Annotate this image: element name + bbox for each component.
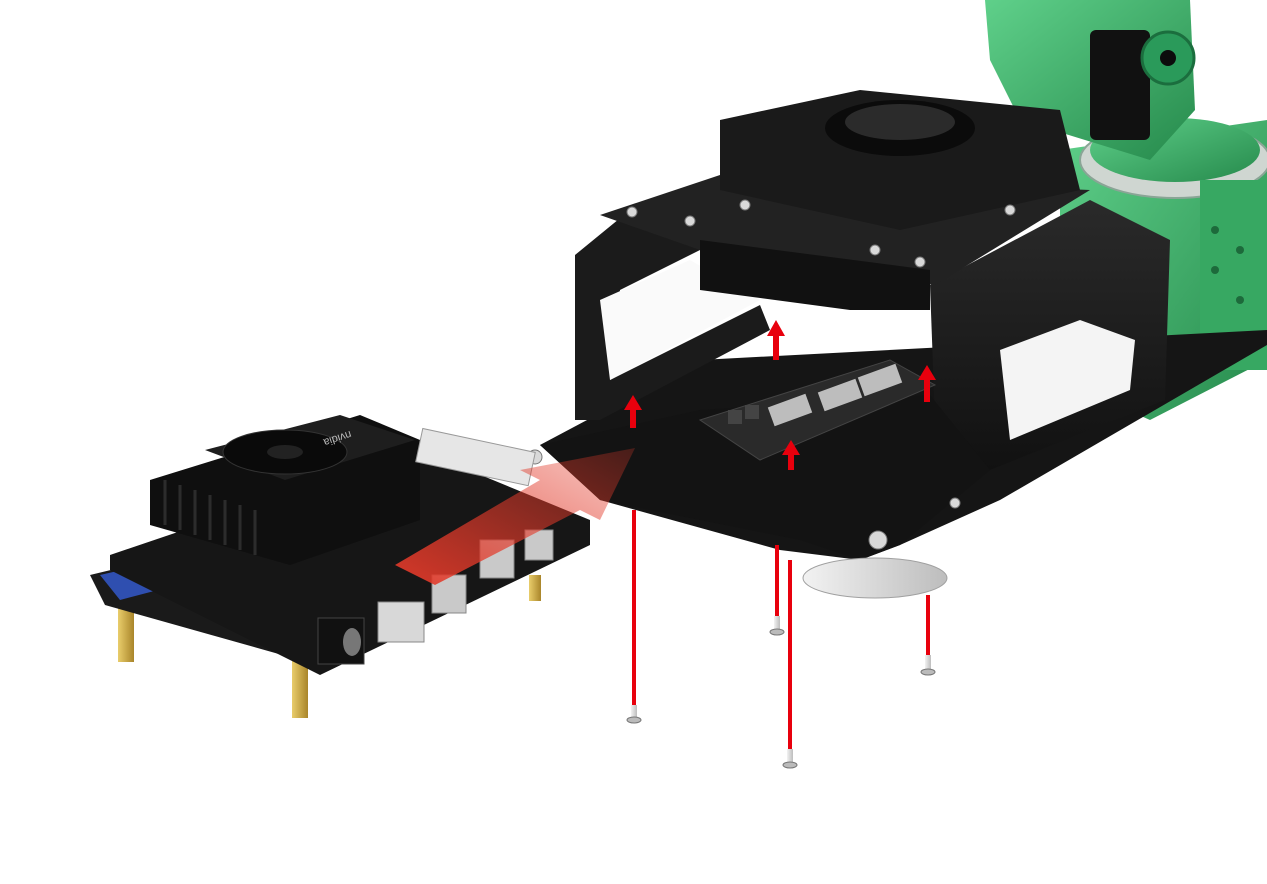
assembly-arrow-icon xyxy=(767,320,785,360)
floor-deck xyxy=(540,395,990,560)
arm-servo xyxy=(1090,30,1150,140)
assembly-arrow-icon xyxy=(624,395,642,428)
screw-icon xyxy=(769,545,785,636)
left-side-wall xyxy=(575,210,770,420)
robot-base-chassis xyxy=(527,90,1267,599)
front-inner-block xyxy=(700,240,930,310)
screws xyxy=(626,510,936,769)
dc-jack xyxy=(317,617,365,665)
jetson-board: nvidia xyxy=(90,415,590,718)
screw-icon xyxy=(782,560,798,769)
assembly-arrows xyxy=(624,320,936,470)
arm-mount-tower xyxy=(720,90,1080,230)
standoff-back xyxy=(529,575,541,601)
screw-icon xyxy=(626,510,642,724)
assembly-arrow-icon xyxy=(918,365,936,402)
assembly-arrow-icon xyxy=(782,440,800,470)
expansion-board xyxy=(698,359,937,461)
carrier-board xyxy=(110,450,590,675)
right-wall-window xyxy=(1000,320,1135,440)
screw-icon xyxy=(920,595,936,676)
hdmi-port xyxy=(377,601,425,643)
insert-direction-arrow-icon xyxy=(395,448,635,585)
silver-foot-disc xyxy=(802,557,948,599)
